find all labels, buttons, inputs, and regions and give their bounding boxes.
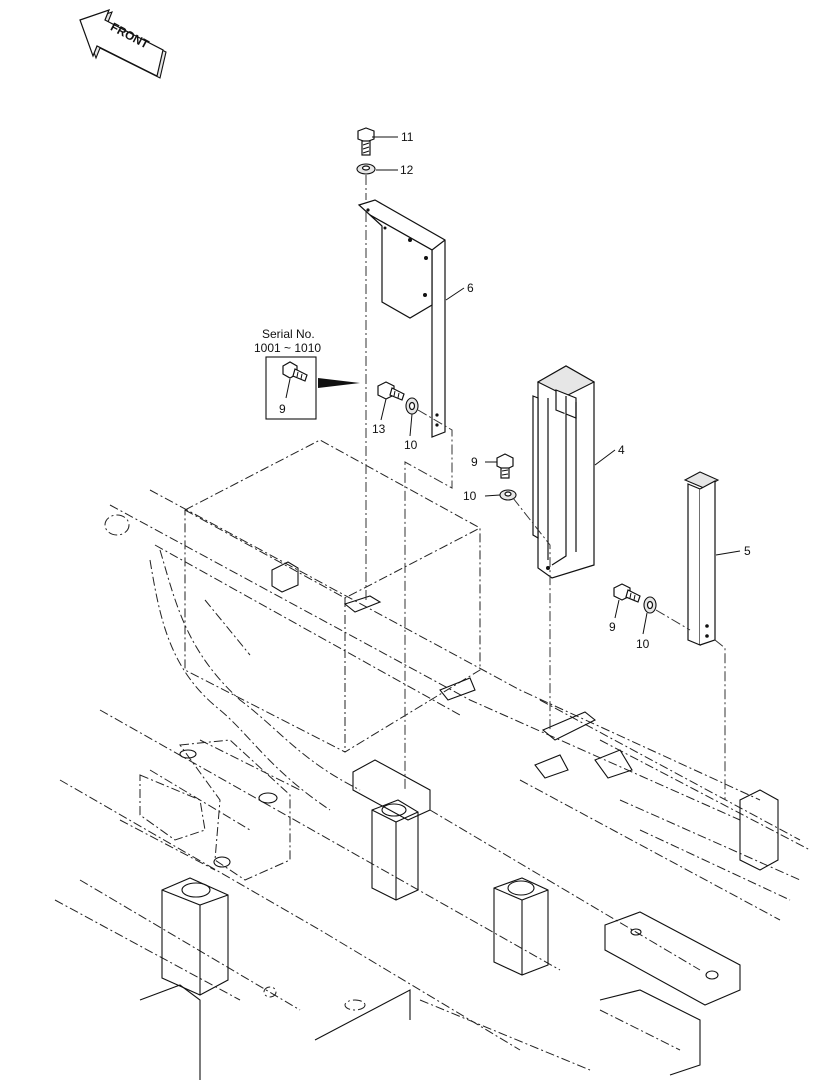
serial-note-line2: 1001 ~ 1010 xyxy=(254,341,321,355)
part-11-bolt xyxy=(357,127,375,156)
frame-brackets xyxy=(139,561,779,1080)
callout-leaders xyxy=(372,136,741,635)
pointer-arrow-icon xyxy=(318,378,360,388)
part-12-washer xyxy=(356,163,376,175)
part-10-washer-b xyxy=(499,489,517,501)
part-10-washer-a xyxy=(405,397,419,415)
part-5-stay xyxy=(683,471,720,646)
callout-5: 5 xyxy=(744,544,751,558)
callout-4: 4 xyxy=(618,443,625,457)
callout-10a: 10 xyxy=(404,438,418,452)
part-13-bolt xyxy=(377,381,405,401)
serial-note-box xyxy=(265,356,317,420)
callout-10c: 10 xyxy=(636,637,650,651)
assembly-center-lines xyxy=(365,175,726,800)
part-9-bolt-a xyxy=(496,453,514,479)
callout-10b: 10 xyxy=(463,489,477,503)
callout-11: 11 xyxy=(401,130,414,144)
serial-note-callout: 9 xyxy=(279,402,286,416)
part-4-cover xyxy=(532,365,596,579)
serial-number-note: Serial No. 1001 ~ 1010 9 xyxy=(254,327,360,420)
callout-12: 12 xyxy=(400,163,414,177)
callout-9b: 9 xyxy=(609,620,616,634)
front-direction-arrow-icon: FRONT xyxy=(79,9,167,79)
part-6-mounting-plate xyxy=(357,199,446,438)
serial-note-line1: Serial No. xyxy=(262,327,315,341)
part-10-washer-c xyxy=(643,596,657,614)
callout-9a: 9 xyxy=(471,455,478,469)
base-frame-outline xyxy=(54,439,811,1071)
callout-13: 13 xyxy=(372,422,386,436)
part-9-bolt-b xyxy=(613,583,641,603)
callout-numbers: 11 12 6 13 10 4 9 10 5 9 10 xyxy=(372,130,751,651)
callout-6: 6 xyxy=(467,281,474,295)
